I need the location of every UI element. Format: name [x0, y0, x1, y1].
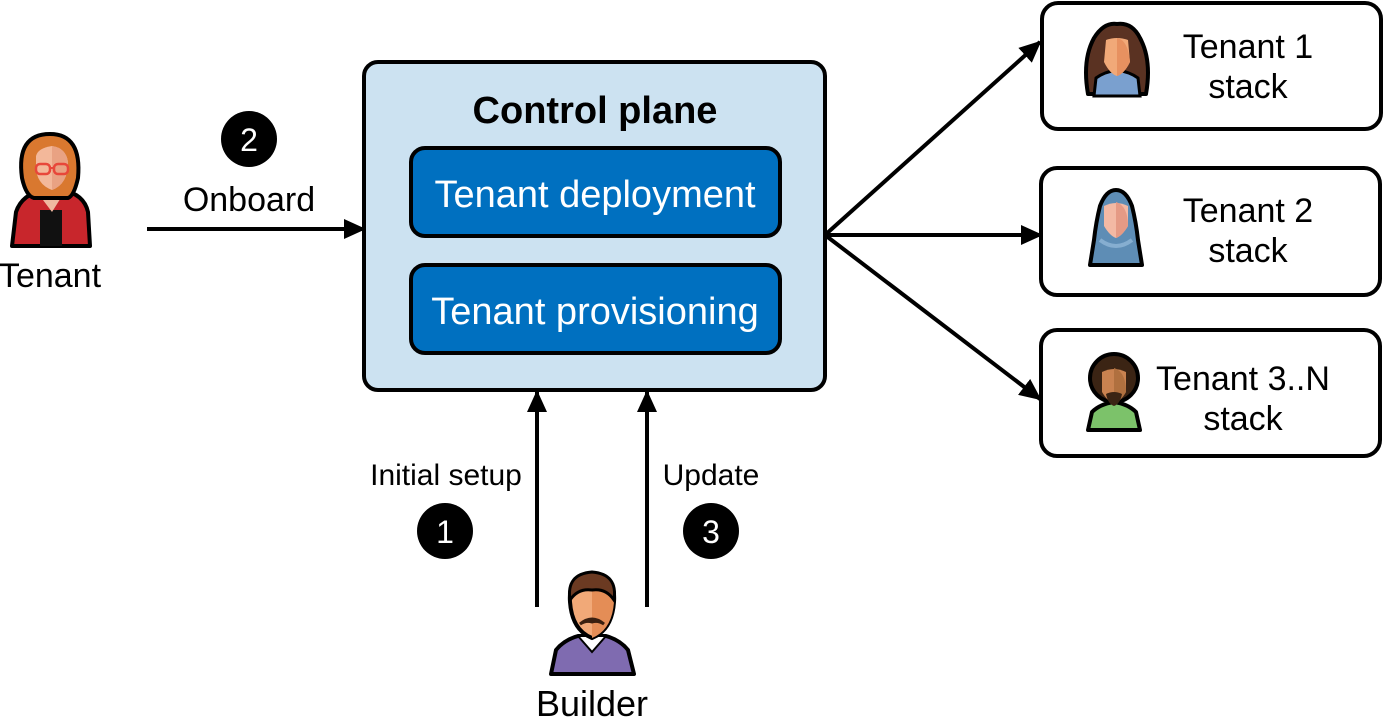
- step-badge-2: 2: [221, 111, 277, 167]
- builder-label: Builder: [536, 683, 648, 720]
- service-label: Tenant provisioning: [431, 291, 758, 333]
- tenant-stack-title: Tenant 3..N: [1156, 360, 1330, 398]
- arrow-to-tenant-3n: [823, 233, 1042, 401]
- man-afro-icon: [1086, 352, 1142, 432]
- tenant-stack-title: Tenant 2: [1183, 192, 1313, 230]
- woman-hijab-icon: [1088, 188, 1144, 267]
- woman-long-hair-icon: [1084, 21, 1150, 98]
- step-number-3: 3: [702, 514, 720, 550]
- tenant-3n-stack[interactable]: Tenant 3..N stack: [1039, 328, 1382, 458]
- step-number-1: 1: [436, 514, 454, 550]
- tenant-stack-subtitle: stack: [1208, 68, 1288, 106]
- update-label: Update: [663, 459, 760, 492]
- service-label: Tenant deployment: [434, 174, 756, 216]
- control-plane: Control plane Tenant deployment Tenant p…: [362, 60, 827, 392]
- service-tenant-provisioning[interactable]: Tenant provisioning: [409, 263, 782, 355]
- woman-with-glasses-icon: [10, 132, 92, 248]
- control-plane-title: Control plane: [473, 90, 718, 132]
- tenant-1-stack[interactable]: Tenant 1 stack: [1040, 1, 1383, 131]
- arrow-to-tenant-1: [823, 40, 1042, 237]
- step-number-2: 2: [240, 122, 258, 158]
- builder-actor: Builder: [536, 570, 648, 720]
- tenant-stack-subtitle: stack: [1208, 232, 1288, 270]
- onboard-label: Onboard: [183, 181, 315, 219]
- tenant-label: Tenant: [0, 257, 102, 295]
- service-tenant-deployment[interactable]: Tenant deployment: [409, 146, 782, 238]
- step-badge-3: 3: [683, 503, 739, 559]
- step-badge-1: 1: [417, 503, 473, 559]
- tenant-stack-subtitle: stack: [1203, 400, 1283, 438]
- tenant-stack-title: Tenant 1: [1183, 28, 1313, 66]
- initial-setup-label: Initial setup: [370, 459, 522, 492]
- man-with-mustache-icon: [549, 570, 636, 676]
- tenant-2-stack[interactable]: Tenant 2 stack: [1039, 166, 1382, 297]
- tenant-actor: Tenant: [0, 132, 102, 295]
